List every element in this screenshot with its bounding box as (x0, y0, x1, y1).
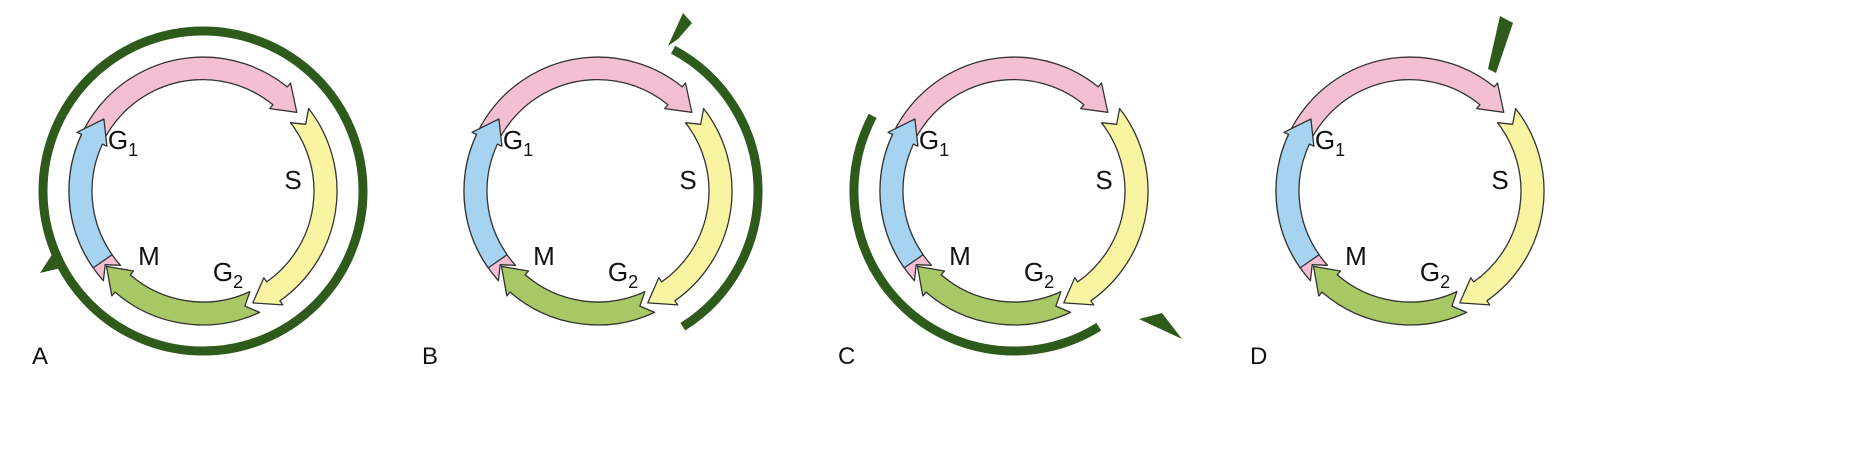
panel-c: G1S G2 M C (838, 56, 1182, 370)
g1-phase-label: G1 (108, 125, 138, 160)
s-phase-label: S (284, 165, 301, 195)
panel-letter: A (32, 343, 48, 370)
s-phase-label: S (1491, 165, 1508, 195)
s-phase-label: S (1095, 165, 1112, 195)
g1-phase-label: G1 (919, 125, 949, 160)
g2-phase-arrow (500, 265, 656, 326)
panel-letter: C (838, 343, 855, 370)
m-phase-label: M (533, 241, 555, 271)
s-phase-label: S (679, 165, 696, 195)
marker-arc-g2-m (849, 113, 1102, 356)
marker-arc-full-cycle (38, 26, 368, 356)
s-phase-arrow (1063, 107, 1149, 306)
marker-arrowhead (40, 253, 65, 273)
m-phase-arrow (1275, 118, 1320, 269)
panel-letter: B (422, 343, 438, 370)
g2-phase-arrow (916, 265, 1072, 326)
g2-phase-label: G2 (608, 257, 638, 292)
m-phase-label: M (1345, 241, 1367, 271)
g1-phase-label: G1 (1315, 125, 1345, 160)
m-phase-arrow (879, 118, 924, 269)
g2-phase-label: G2 (213, 257, 243, 292)
panel-letter: D (1250, 343, 1267, 370)
panel-d: G1S G2 M D (1250, 16, 1545, 370)
m-phase-label: M (138, 241, 160, 271)
g1-phase-label: G1 (503, 125, 533, 160)
panel-b: G1S G2 M B (422, 13, 763, 370)
g2-phase-arrow (1312, 265, 1468, 326)
marker-arrowhead (1139, 313, 1182, 339)
s-phase-arrow (252, 107, 338, 306)
m-phase-label: M (949, 241, 971, 271)
g2-phase-label: G2 (1024, 257, 1054, 292)
m-phase-arrow (463, 118, 508, 269)
marker-checkpoint-wedge (1488, 16, 1513, 73)
s-phase-arrow (1459, 107, 1545, 306)
panel-a: G1S G2 M A (32, 26, 368, 370)
marker-arrowhead (668, 13, 692, 46)
s-phase-arrow (647, 107, 733, 306)
g2-phase-arrow (105, 265, 261, 326)
m-phase-arrow (68, 118, 113, 269)
g2-phase-label: G2 (1420, 257, 1450, 292)
marker-arc-s-phase (670, 45, 763, 331)
